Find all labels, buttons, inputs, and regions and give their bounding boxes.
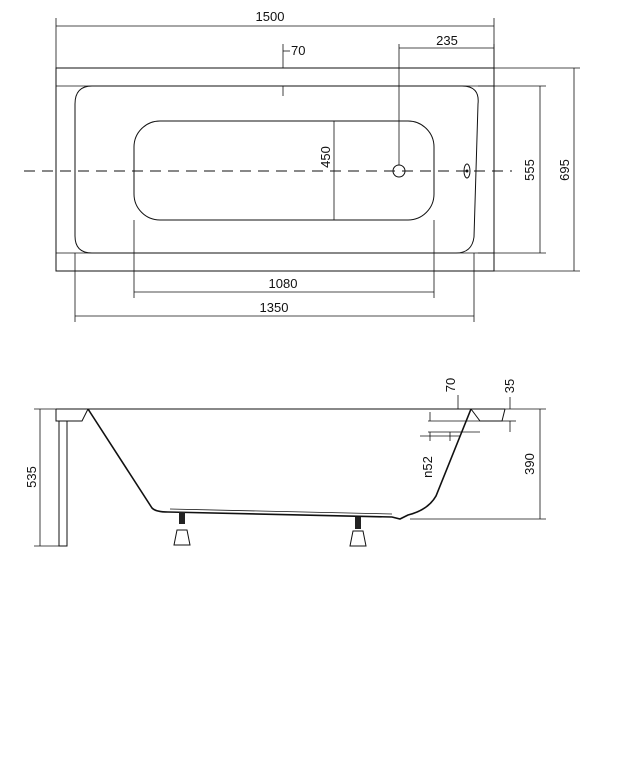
dim-n52: n52 [420,456,435,478]
leg-left [173,512,191,546]
dim-1080: 1080 [269,276,298,291]
dim-70-top: 70 [291,43,305,58]
dim-235: 235 [436,33,458,48]
dim-535: 535 [24,466,39,488]
basin-inner-outline [74,85,479,254]
dim-390: 390 [522,453,537,475]
dim-450: 450 [318,146,333,168]
dim-70-side: 70 [443,378,458,392]
dim-695: 695 [557,159,572,181]
side-rim-right [470,408,506,422]
leg-right [349,517,367,547]
top-view: 1500 70 235 450 555 695 1080 1350 [24,9,580,322]
overflow-dot [465,169,469,173]
side-rim-left [55,408,89,422]
dim-1500: 1500 [256,9,285,24]
tub-floor-line [169,508,393,515]
overflow-icon [463,163,471,179]
dim-1350: 1350 [260,300,289,315]
tub-outer-rim [55,67,495,272]
dim-35-side: 35 [502,379,517,393]
tub-body-profile [87,408,472,520]
side-view: n52 70 35 390 535 [24,378,546,547]
dim-555: 555 [522,159,537,181]
front-panel [58,420,68,547]
